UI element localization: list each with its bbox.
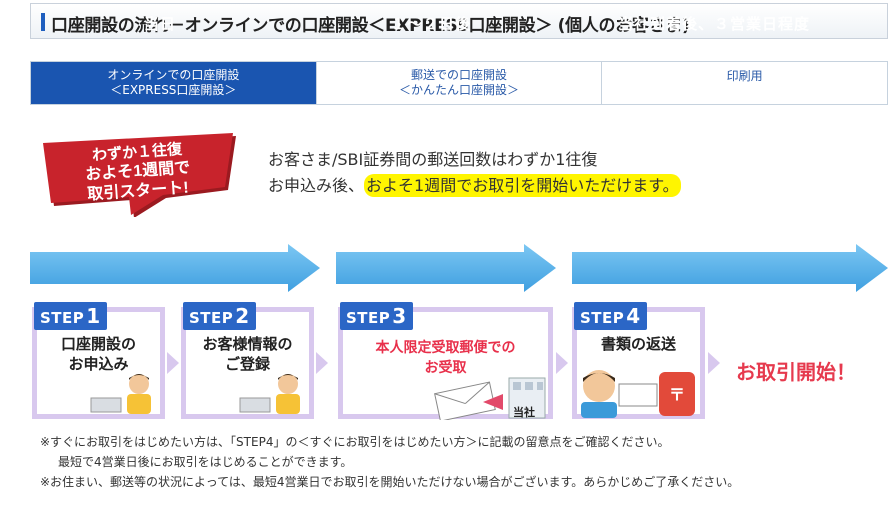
step-3-tag-label: STEP	[346, 309, 391, 327]
timeline-arrow-2	[336, 244, 556, 292]
page-title: 口座開設の流れ－オンラインでの口座開設＜EXPRESS口座開設＞ (個人のお客さ…	[51, 16, 690, 36]
tab-mail-line2: ＜かんたん口座開設＞	[399, 83, 520, 97]
tab-express-line2: ＜EXPRESS口座開設＞	[110, 83, 237, 97]
step-3-line2: お受取	[424, 360, 467, 376]
tab-express-line1: オンラインでの口座開設	[107, 68, 240, 82]
page-title-bar: 口座開設の流れ－オンラインでの口座開設＜EXPRESS口座開設＞ (個人のお客さ…	[30, 3, 888, 39]
timeline-phase-2: １～２日後	[390, 15, 471, 33]
svg-text:〒: 〒	[669, 387, 685, 404]
step-1-line2: お申込み	[68, 355, 129, 373]
tab-print[interactable]: 印刷用	[602, 62, 887, 104]
step-2-number: 2	[235, 304, 250, 328]
tab-print-label: 印刷用	[726, 69, 763, 83]
step-1-line1: 口座開設の	[60, 335, 136, 353]
step-1-tag-label: STEP	[40, 309, 85, 327]
step-1-number: 1	[86, 304, 101, 328]
tab-bar: オンラインでの口座開設 ＜EXPRESS口座開設＞ 郵送での口座開設 ＜かんたん…	[30, 61, 888, 105]
intro-line1: お客さま/SBI証券間の郵送回数はわずか1往復	[268, 150, 598, 169]
step-chevron-4	[708, 352, 720, 374]
step-2-line2: ご登録	[224, 355, 270, 373]
intro-highlight: およそ1週間でお取引を開始いただけます。	[364, 174, 681, 197]
person-laptop-icon	[239, 374, 300, 414]
mail-envelope-icon	[434, 377, 546, 420]
promo-badge: わずか１往復 およそ1週間で 取引スタート!	[43, 133, 236, 217]
step-3-number: 3	[392, 304, 407, 328]
step-3-line1: 本人限定受取郵便での	[375, 340, 516, 356]
intro-line2: お申込み後、およそ1週間でお取引を開始いただけます。	[268, 173, 681, 199]
step-chevron-2	[316, 352, 328, 374]
step-4-number: 4	[626, 304, 641, 328]
tab-mail[interactable]: 郵送での口座開設 ＜かんたん口座開設＞	[317, 62, 603, 104]
notes-section: ※すぐにお取引をはじめたい方は、「STEP4」の＜すぐにお取引をはじめたい方＞に…	[40, 432, 739, 492]
intro-text: お客さま/SBI証券間の郵送回数はわずか1往復 お申込み後、およそ1週間でお取引…	[268, 147, 681, 199]
title-marker	[41, 13, 45, 31]
note-1-continued: 最短で4営業日後にお取引をはじめることができます。	[58, 455, 353, 469]
step-1-text: 口座開設の お申込み	[37, 334, 160, 374]
step-3-text: 本人限定受取郵便での お受取	[343, 338, 548, 378]
step-2-line1: お客様情報の	[202, 335, 293, 353]
person-laptop-icon	[90, 374, 151, 414]
step-4-line1: 書類の返送	[600, 335, 676, 353]
company-building-label: 当社	[513, 406, 535, 419]
timeline-phase-1: 当日	[143, 15, 176, 33]
note-1: ※すぐにお取引をはじめたい方は、「STEP4」の＜すぐにお取引をはじめたい方＞に…	[40, 435, 670, 449]
tab-express[interactable]: オンラインでの口座開設 ＜EXPRESS口座開設＞	[31, 62, 317, 104]
step-chevron-1	[167, 352, 179, 374]
note-2: ※お住まい、郵送等の状況によっては、最短4営業日でお取引を開始いただけない場合が…	[40, 475, 740, 489]
person-mailbox-icon: 〒	[581, 370, 695, 418]
step-4-text: 書類の返送	[577, 334, 700, 354]
intro-line2-pre: お申込み後、	[268, 176, 365, 195]
step-4-tag-label: STEP	[580, 309, 625, 327]
timeline-phase-3: 当社到着後、３営業日程度	[617, 15, 810, 33]
timeline-arrow-3	[572, 244, 888, 292]
tab-mail-line1: 郵送での口座開設	[411, 68, 508, 82]
step-chevron-3	[556, 352, 568, 374]
trading-start-label: お取引開始！	[736, 360, 856, 384]
step-2-text: お客様情報の ご登録	[186, 334, 309, 374]
step-2-tag-label: STEP	[189, 309, 234, 327]
timeline-arrow-1	[30, 244, 320, 292]
